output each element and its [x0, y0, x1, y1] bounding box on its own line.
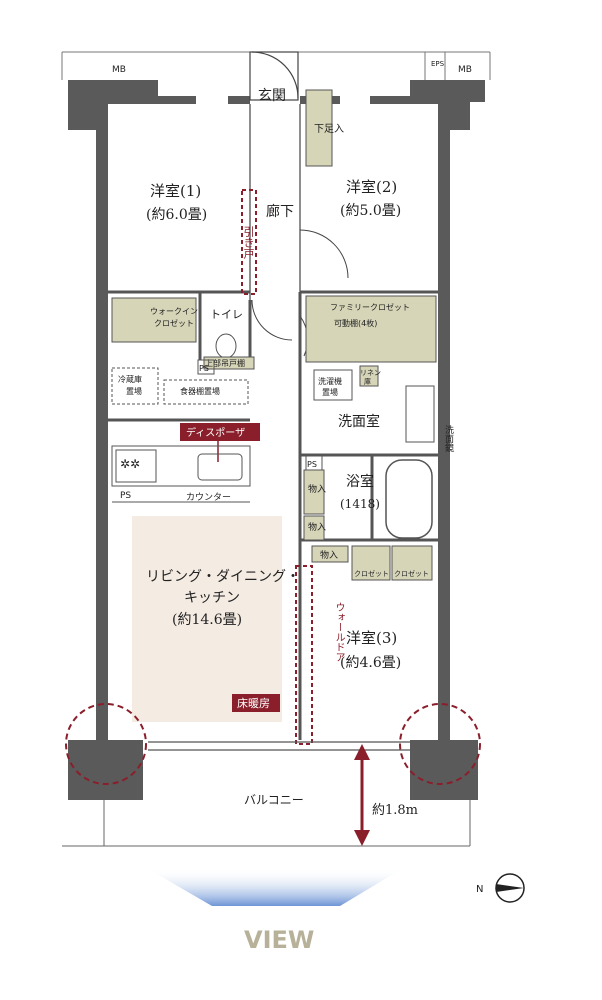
dish-shelf-space [163, 379, 249, 405]
building-outline [61, 51, 491, 80]
ps-label-3: PS [120, 491, 131, 501]
washroom-label: 洗面室 [338, 413, 380, 430]
closet-label-1: クロゼット [354, 569, 389, 578]
stove-burner-icon: ✲✲ [120, 457, 140, 471]
bath-size: (1418) [340, 497, 380, 511]
shoe-storage-label: 下足入 [314, 123, 344, 135]
kitchen-sink [197, 453, 243, 481]
fridge-label-1: 冷蔵庫 [118, 374, 142, 384]
ldk-size: (約14.6畳) [172, 612, 242, 628]
washer-label-2: 置場 [322, 387, 338, 397]
balcony-outline [62, 800, 471, 847]
floor-heating-badge [232, 694, 280, 712]
north-label: N [476, 884, 483, 895]
disposer-badge [180, 423, 260, 441]
fridge-space [111, 367, 159, 405]
linen-closet [359, 365, 379, 387]
walkin-closet [111, 297, 197, 343]
column-circle-left [65, 703, 147, 785]
dish-shelf-label: 食器棚置場 [180, 386, 220, 396]
washer-space [313, 369, 353, 401]
ps-label-2: PS [307, 460, 317, 469]
storage-box-2 [303, 515, 325, 541]
bath-name: 浴室 [346, 473, 374, 490]
disposer-label: ディスポーザ [186, 426, 245, 439]
linen-label-2: 庫 [364, 377, 371, 386]
western1-size: (約6.0畳) [146, 207, 207, 223]
floor-heating-label: 床暖房 [237, 696, 270, 710]
walkin-label-1: ウォークイン [150, 307, 198, 316]
ldk-label-1: リビング・ダイニング・ [146, 569, 300, 585]
depth-arrow-head-top [354, 744, 370, 760]
mb-left-label: MB [112, 65, 126, 75]
view-label: VIEW [244, 926, 314, 954]
stove [115, 449, 157, 483]
western1-name: 洋室(1) [150, 182, 201, 200]
column-circle-right [399, 703, 481, 785]
western3-name: 洋室(3) [346, 629, 397, 647]
depth-arrow-head-bottom [354, 830, 370, 846]
sliding-door [241, 189, 257, 295]
balcony-label: バルコニー [244, 793, 304, 807]
western2-name: 洋室(2) [346, 178, 397, 196]
closet-2 [391, 545, 433, 581]
bathtub [385, 459, 433, 539]
closet-label-2: クロゼット [394, 569, 429, 578]
linen-label-1: リネン [360, 369, 381, 377]
wall-door [295, 565, 313, 745]
ps-box-1 [197, 359, 215, 375]
view-arrow [150, 870, 400, 906]
kitchen-counter [111, 445, 251, 487]
storage-label-1: 物入 [308, 483, 326, 495]
mb-right-label: MB [458, 65, 472, 75]
storage-box-3 [311, 545, 349, 563]
washer-label-1: 洗濯機 [318, 376, 342, 386]
interior-walls [108, 290, 438, 740]
hallway-label: 廊下 [266, 203, 294, 220]
ldk-label-2: キッチン [184, 590, 240, 606]
storage-label-2: 物入 [308, 521, 326, 533]
balcony-depth-label: 約1.8m [372, 803, 418, 818]
eps-label: EPS [431, 60, 445, 68]
closet-1 [351, 545, 391, 581]
ldk-area [132, 516, 282, 722]
toilet-bowl [215, 333, 237, 359]
storage-box-1 [303, 469, 325, 515]
genkan-label: 玄関 [258, 87, 286, 104]
shoe-storage [305, 89, 333, 167]
family-closet-label: ファミリークロゼット [330, 302, 410, 312]
movable-shelf-label: 可動棚(4枚) [334, 318, 377, 328]
western2-size: (約5.0畳) [340, 203, 401, 219]
upper-cabinet-label: 上部吊戸棚 [205, 358, 245, 368]
western3-size: (約4.6畳) [340, 655, 401, 671]
wall-door-label: ウォールドア [284, 602, 345, 662]
storage-label-3: 物入 [320, 549, 338, 561]
vanity-unit [405, 385, 435, 443]
ps-label-1: PS [199, 364, 209, 373]
fridge-label-2: 置場 [126, 386, 142, 396]
walkin-label-2: クロゼット [154, 318, 194, 328]
toilet-label: トイレ [210, 308, 243, 321]
counter-label: カウンター [186, 492, 231, 503]
bottom-window [148, 741, 410, 751]
family-closet [305, 295, 437, 363]
upper-cabinet [203, 356, 255, 370]
exterior-walls [68, 80, 478, 800]
compass-needle-icon [496, 884, 524, 892]
